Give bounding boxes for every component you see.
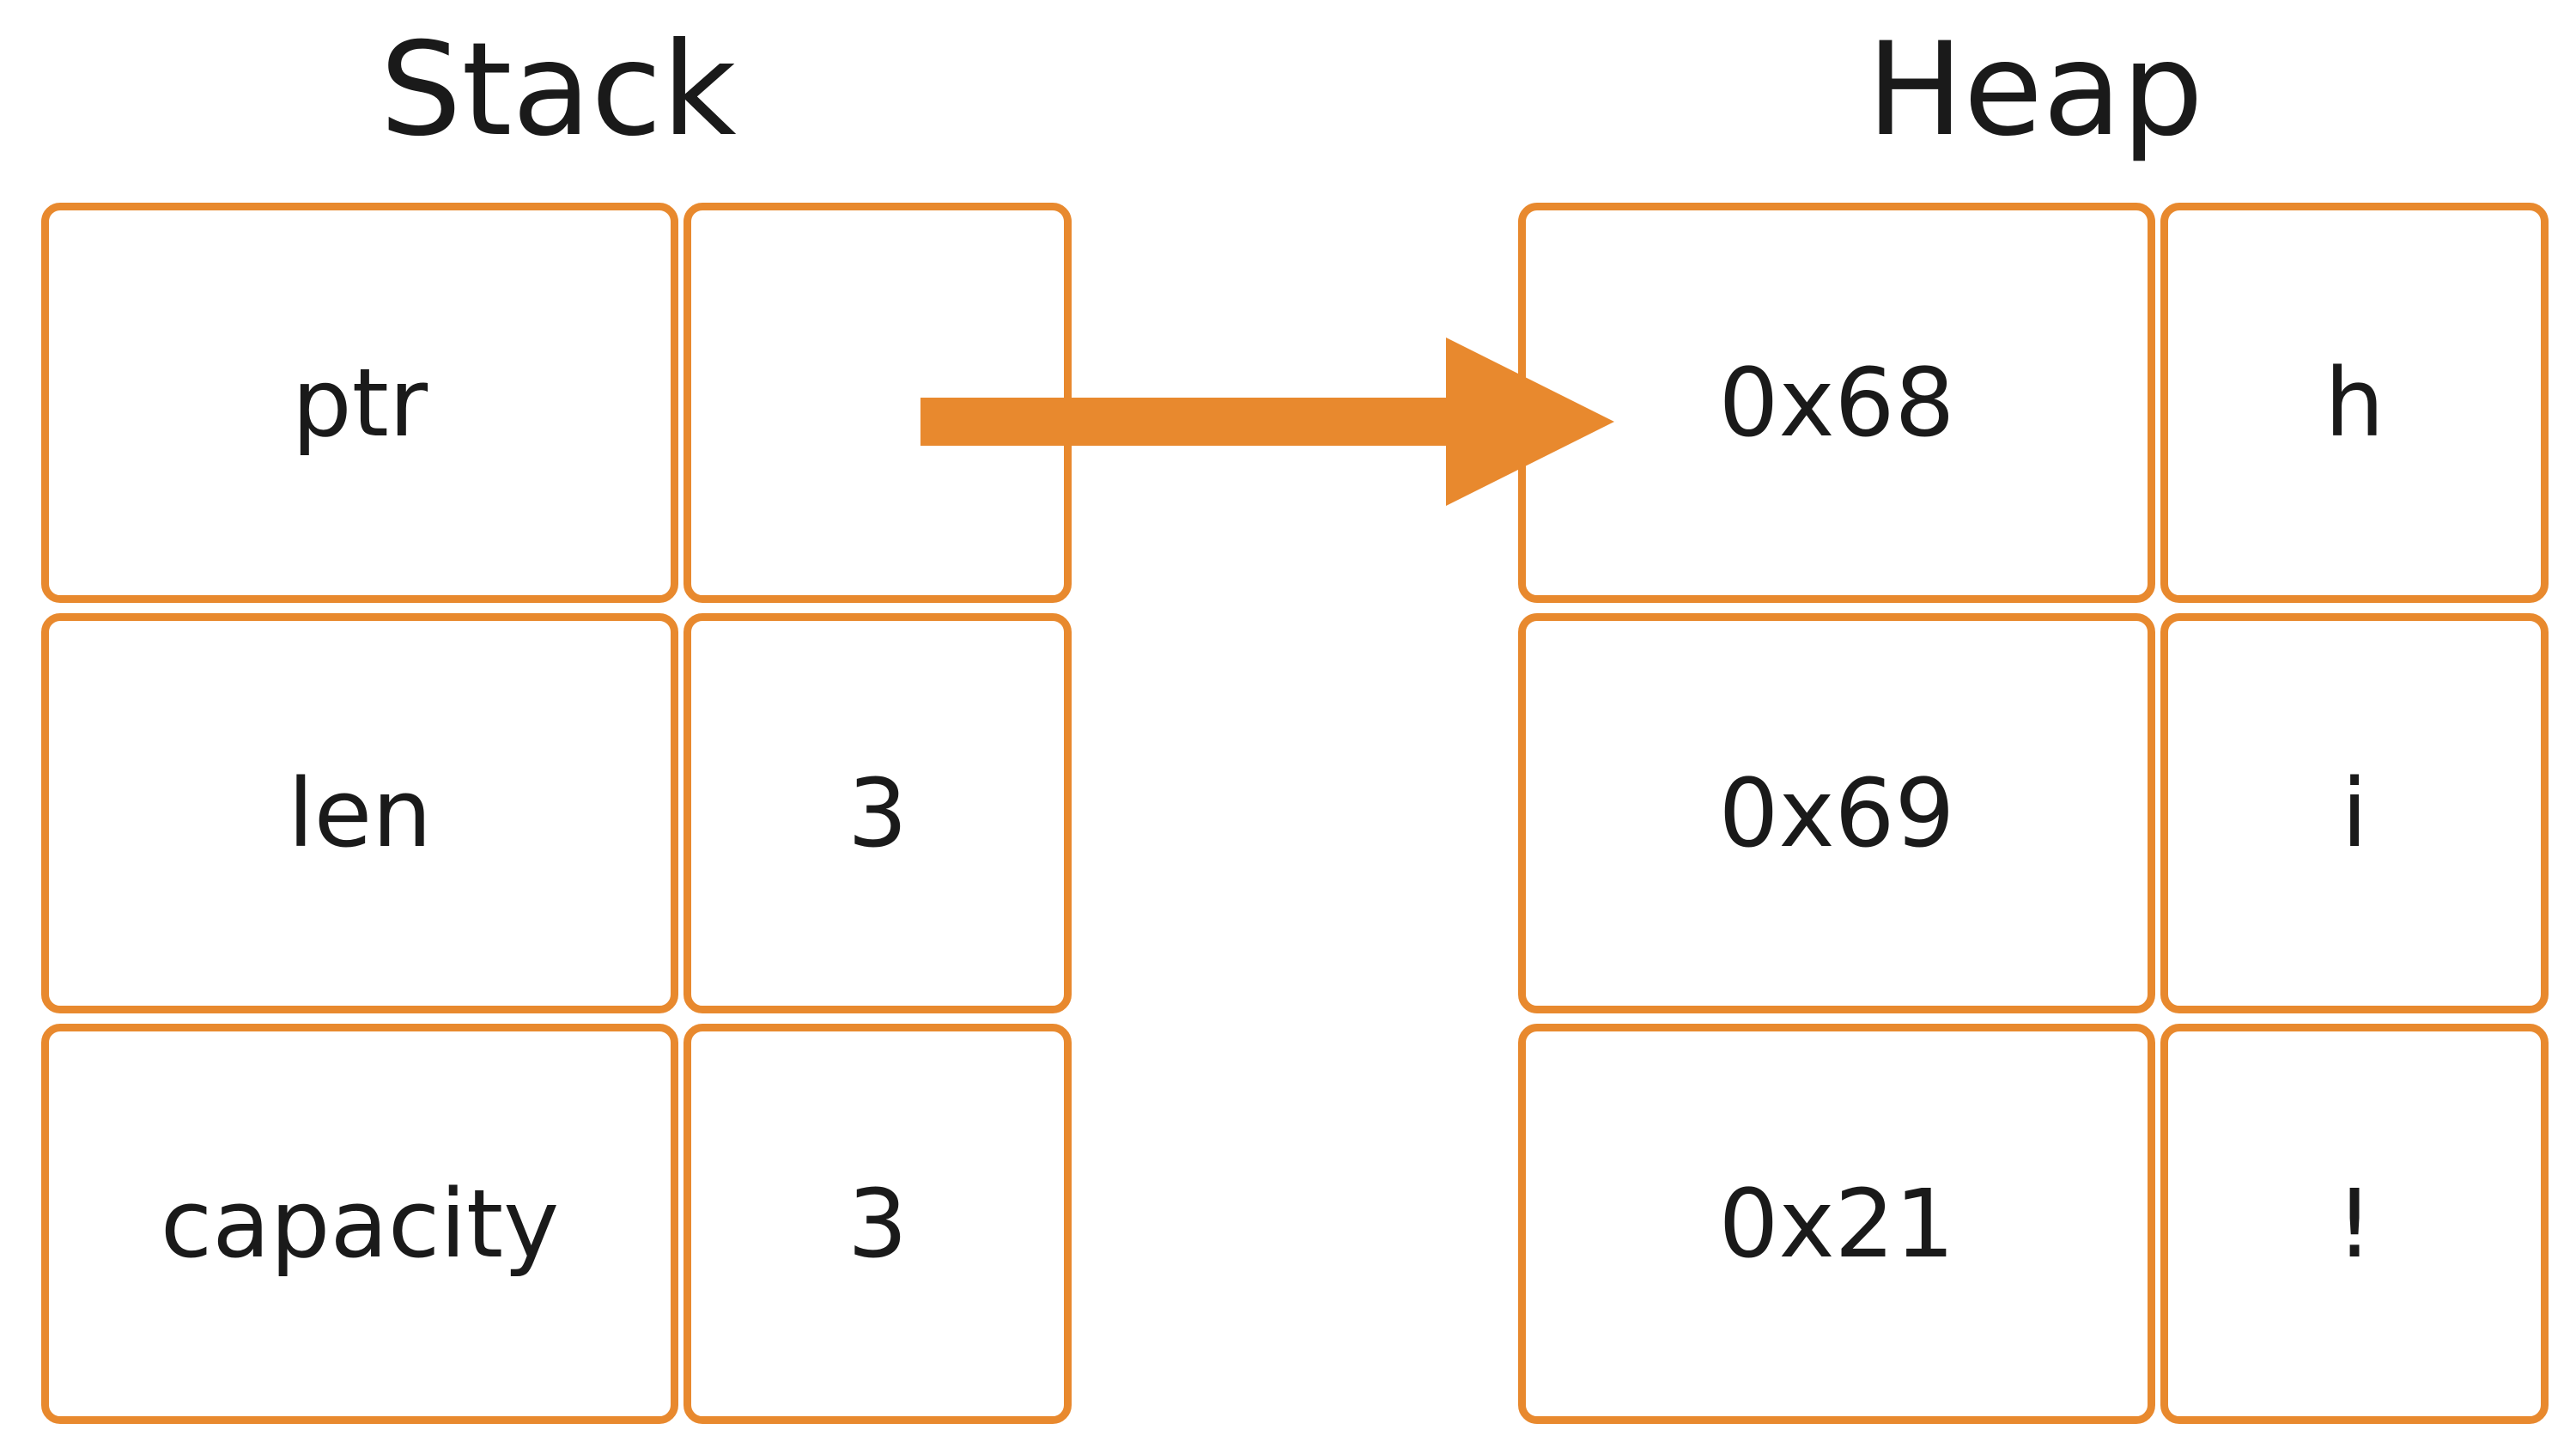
heap-char-1: i — [2341, 758, 2368, 868]
heap-char-cell-0: h — [2160, 203, 2549, 603]
stack-title: Stack — [380, 15, 737, 165]
stack-capacity-value-cell: 3 — [683, 1024, 1072, 1424]
stack-capacity-label: capacity — [160, 1169, 560, 1279]
stack-ptr-label: ptr — [291, 348, 428, 458]
heap-char-2: ! — [2335, 1169, 2374, 1279]
heap-address-2: 0x21 — [1718, 1169, 1955, 1279]
stack-capacity-value: 3 — [848, 1169, 908, 1279]
heap-title: Heap — [1866, 15, 2204, 165]
stack-capacity-name-cell: capacity — [41, 1024, 678, 1424]
stack-len-value-cell: 3 — [683, 613, 1072, 1013]
stack-len-label: len — [288, 758, 432, 868]
heap-char-cell-2: ! — [2160, 1024, 2549, 1424]
heap-char-0: h — [2324, 348, 2385, 458]
heap-address-1: 0x69 — [1718, 758, 1955, 868]
heap-address-cell-0: 0x68 — [1518, 203, 2155, 603]
heap-address-0: 0x68 — [1718, 348, 1955, 458]
stack-len-name-cell: len — [41, 613, 678, 1013]
stack-ptr-value-cell — [683, 203, 1072, 603]
stack-ptr-name-cell: ptr — [41, 203, 678, 603]
heap-address-cell-1: 0x69 — [1518, 613, 2155, 1013]
heap-char-cell-1: i — [2160, 613, 2549, 1013]
stack-len-value: 3 — [848, 758, 908, 868]
heap-address-cell-2: 0x21 — [1518, 1024, 2155, 1424]
